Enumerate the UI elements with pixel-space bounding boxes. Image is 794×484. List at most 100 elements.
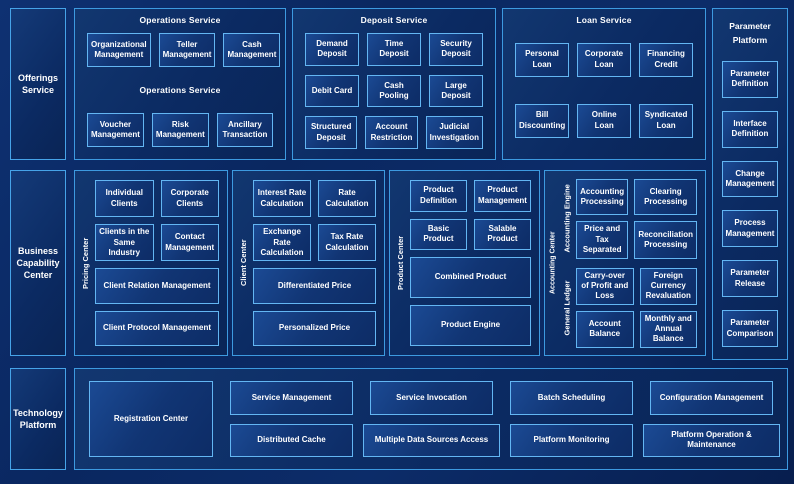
box-rate-calculation: Rate Calculation bbox=[318, 180, 376, 218]
loan-row1: Personal Loan Corporate Loan Financing C… bbox=[515, 42, 693, 77]
box-batch-scheduling: Batch Scheduling bbox=[510, 381, 633, 415]
box-clients-same-industry: Clients in the Same Industry bbox=[95, 224, 154, 262]
box-time-deposit: Time Deposit bbox=[367, 33, 421, 66]
box-syndicated-loan: Syndicated Loan bbox=[639, 103, 693, 138]
box-product-engine: Product Engine bbox=[410, 305, 531, 346]
deposit-body: Demand Deposit Time Deposit Security Dep… bbox=[293, 25, 495, 159]
deposit-row2: Debit Card Cash Pooling Large Deposit bbox=[305, 74, 483, 108]
general-ledger-grid: Carry-over of Profit and Loss Foreign Cu… bbox=[576, 267, 697, 348]
box-platform-monitoring: Platform Monitoring bbox=[510, 423, 633, 457]
box-organizational-management: Organizational Management bbox=[87, 33, 151, 67]
box-financing-credit: Financing Credit bbox=[639, 42, 693, 77]
box-cash-management: Cash Management bbox=[223, 33, 281, 67]
box-tax-rate-calculation: Tax Rate Calculation bbox=[318, 224, 376, 262]
box-individual-clients: Individual Clients bbox=[95, 180, 154, 218]
rail-technology-platform: Technology Platform bbox=[10, 368, 66, 470]
box-combined-product: Combined Product bbox=[410, 257, 531, 298]
technology-col1: Service Management Distributed Cache bbox=[230, 381, 353, 457]
box-basic-product: Basic Product bbox=[410, 218, 467, 250]
box-change-management: Change Management bbox=[722, 160, 778, 198]
box-parameter-release: Parameter Release bbox=[722, 260, 778, 298]
general-ledger-vertical-label: General Ledger bbox=[562, 279, 572, 335]
box-teller-management: Teller Management bbox=[158, 33, 216, 67]
pricing-center-content: Individual Clients Corporate Clients Cli… bbox=[95, 180, 219, 346]
accounting-engine-vertical-label: Accounting Engine bbox=[562, 184, 572, 253]
box-large-deposit: Large Deposit bbox=[429, 74, 483, 108]
box-configuration-management: Configuration Management bbox=[650, 381, 773, 415]
box-debit-card: Debit Card bbox=[305, 74, 359, 108]
rail-business-label: Business Capability Center bbox=[16, 245, 60, 281]
section-client-center: Client Center Interest Rate Calculation … bbox=[232, 170, 385, 356]
box-personalized-price: Personalized Price bbox=[253, 310, 376, 346]
box-corporate-loan: Corporate Loan bbox=[577, 42, 631, 77]
box-monthly-annual-balance: Monthly and Annual Balance bbox=[639, 310, 697, 348]
box-account-restriction: Account Restriction bbox=[365, 116, 418, 150]
box-interest-rate-calculation: Interest Rate Calculation bbox=[253, 180, 311, 218]
loan-title: Loan Service bbox=[576, 15, 632, 25]
loan-row2: Bill Discounting Online Loan Syndicated … bbox=[515, 103, 693, 138]
technology-col3: Batch Scheduling Platform Monitoring bbox=[510, 381, 633, 457]
box-security-deposit: Security Deposit bbox=[429, 33, 483, 66]
box-judicial-investigation: Judicial Investigation bbox=[425, 116, 483, 150]
accounting-engine-grid: Accounting Processing Clearing Processin… bbox=[576, 179, 697, 259]
box-product-definition: Product Definition bbox=[410, 180, 467, 212]
box-price-and-tax-separated: Price and Tax Separated bbox=[576, 221, 629, 259]
pricing-grid: Individual Clients Corporate Clients Cli… bbox=[95, 180, 219, 262]
box-demand-deposit: Demand Deposit bbox=[305, 33, 359, 66]
section-accounting-center: Accounting Center Accounting Engine Acco… bbox=[544, 170, 706, 356]
section-loan-service: Loan Service Personal Loan Corporate Loa… bbox=[502, 8, 706, 160]
box-exchange-rate-calculation: Exchange Rate Calculation bbox=[253, 224, 311, 262]
accounting-groups: Accounting Engine Accounting Processing … bbox=[560, 179, 697, 348]
box-service-management: Service Management bbox=[230, 381, 353, 415]
product-grid: Product Definition Product Management Ba… bbox=[410, 180, 531, 250]
box-clearing-processing: Clearing Processing bbox=[634, 179, 697, 216]
rail-offerings-label: Offerings Service bbox=[17, 72, 58, 95]
section-parameter-platform: Parameter Platform Parameter Definition … bbox=[712, 8, 788, 360]
section-pricing-center: Pricing Center Individual Clients Corpor… bbox=[74, 170, 228, 356]
rail-technology-label: Technology Platform bbox=[13, 407, 63, 430]
box-process-management: Process Management bbox=[722, 210, 778, 248]
box-contact-management: Contact Management bbox=[160, 224, 219, 262]
box-cash-pooling: Cash Pooling bbox=[367, 74, 421, 108]
box-differentiated-price: Differentiated Price bbox=[253, 268, 376, 304]
client-grid: Interest Rate Calculation Rate Calculati… bbox=[253, 180, 376, 262]
technology-col4: Configuration Management Platform Operat… bbox=[643, 381, 780, 457]
deposit-title: Deposit Service bbox=[360, 15, 428, 25]
operations-title: Operations Service bbox=[139, 15, 221, 25]
operations-row1: Organizational Management Teller Managem… bbox=[87, 33, 281, 67]
section-technology-content: Registration Center Service Management D… bbox=[74, 368, 788, 470]
parameter-platform-title: Parameter Platform bbox=[729, 21, 771, 46]
box-accounting-processing: Accounting Processing bbox=[576, 179, 629, 216]
section-deposit-service: Deposit Service Demand Deposit Time Depo… bbox=[292, 8, 496, 160]
box-platform-operation-maintenance: Platform Operation & Maintenance bbox=[643, 423, 780, 457]
box-ancillary-transaction: Ancillary Transaction bbox=[216, 113, 273, 147]
box-structured-deposit: Structured Deposit bbox=[305, 116, 358, 150]
section-operations-service: Operations Service Organizational Manage… bbox=[74, 8, 286, 160]
box-parameter-comparison: Parameter Comparison bbox=[722, 310, 778, 348]
box-carry-over-profit-loss: Carry-over of Profit and Loss bbox=[576, 267, 634, 305]
product-center-vertical-label: Product Center bbox=[395, 235, 405, 291]
box-registration-center: Registration Center bbox=[89, 381, 213, 457]
box-distributed-cache: Distributed Cache bbox=[230, 423, 353, 457]
general-ledger-group: General Ledger Carry-over of Profit and … bbox=[560, 267, 697, 348]
client-center-vertical-label: Client Center bbox=[238, 239, 248, 287]
pricing-center-vertical-label: Pricing Center bbox=[80, 237, 90, 289]
accounting-center-vertical-label: Accounting Center bbox=[549, 231, 557, 295]
box-parameter-definition: Parameter Definition bbox=[722, 60, 778, 98]
operations-body: Organizational Management Teller Managem… bbox=[75, 25, 285, 159]
box-reconciliation-processing: Reconciliation Processing bbox=[634, 221, 697, 259]
technology-col2: Service Invocation Multiple Data Sources… bbox=[363, 381, 500, 457]
product-center-content: Product Definition Product Management Ba… bbox=[410, 180, 531, 346]
box-salable-product: Salable Product bbox=[474, 218, 531, 250]
deposit-row3: Structured Deposit Account Restriction J… bbox=[305, 116, 483, 150]
box-online-loan: Online Loan bbox=[577, 103, 632, 138]
deposit-row1: Demand Deposit Time Deposit Security Dep… bbox=[305, 33, 483, 66]
box-account-balance: Account Balance bbox=[576, 310, 634, 348]
box-service-invocation: Service Invocation bbox=[370, 381, 493, 415]
client-center-content: Interest Rate Calculation Rate Calculati… bbox=[253, 180, 376, 346]
box-risk-management: Risk Management bbox=[151, 113, 209, 147]
box-foreign-currency-revaluation: Foreign Currency Revaluation bbox=[639, 267, 697, 305]
box-bill-discounting: Bill Discounting bbox=[515, 103, 570, 138]
operations-watermark: Operations Service bbox=[139, 85, 221, 95]
